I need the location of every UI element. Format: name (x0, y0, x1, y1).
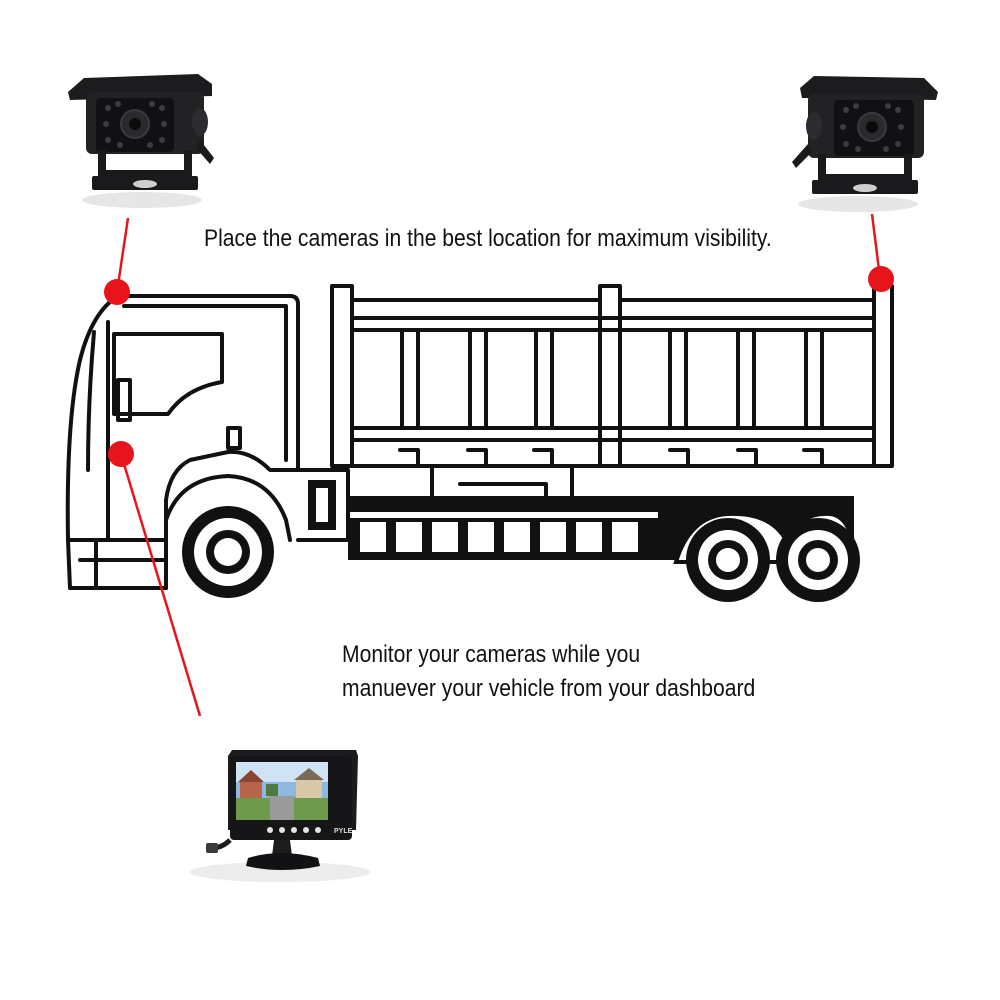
front-camera (68, 74, 214, 208)
rear-camera (792, 76, 938, 212)
monitor-brand: PYLE (334, 828, 353, 835)
front-camera-marker (104, 279, 130, 305)
monitor-caption-line1: Monitor your cameras while you (342, 641, 641, 668)
monitor-marker (108, 441, 134, 467)
camera-markers (104, 266, 894, 467)
truck-outline (65, 284, 894, 590)
placement-caption: Place the cameras in the best location f… (204, 222, 772, 256)
rear-camera-marker (868, 266, 894, 292)
monitor-caption: Monitor your cameras while you manuever … (342, 638, 755, 706)
dashboard-monitor: PYLE (190, 750, 370, 882)
truck-wheels (182, 506, 860, 602)
placement-caption-text: Place the cameras in the best location f… (204, 225, 772, 252)
monitor-caption-line2: manuever your vehicle from your dashboar… (342, 675, 756, 702)
